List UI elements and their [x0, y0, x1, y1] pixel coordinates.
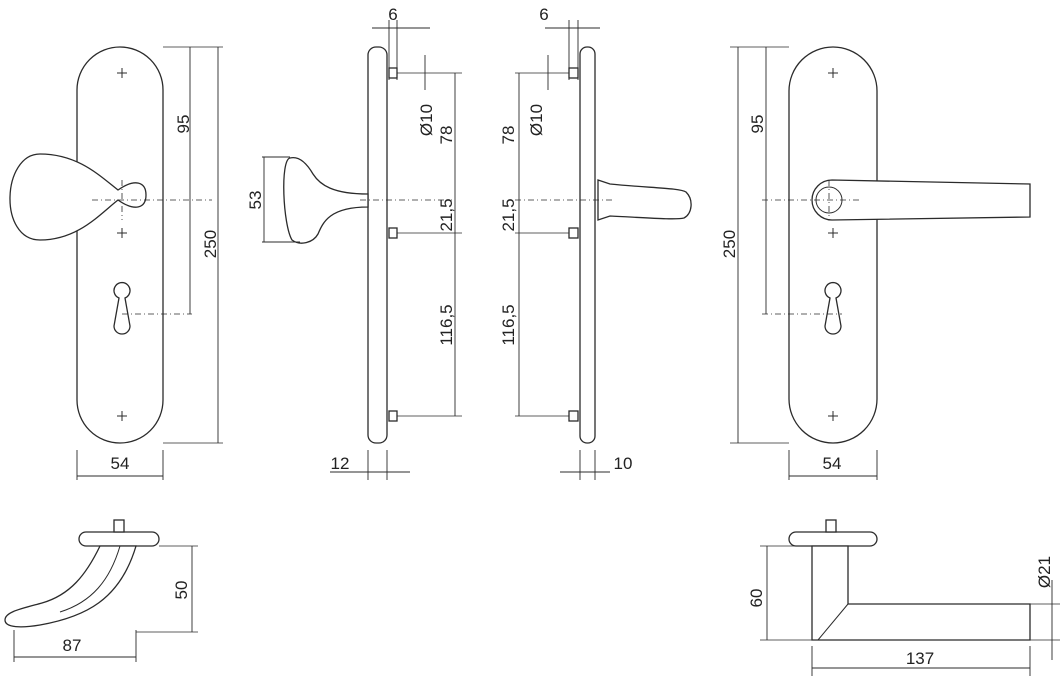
center-line: [762, 180, 862, 315]
dim-knob-plate-spindle: 95: [174, 115, 193, 134]
dimension-lines: [262, 156, 300, 243]
extension-lines: [136, 545, 198, 633]
dim-spacing-mid-left: 21,5: [437, 198, 456, 231]
lever-back-plate: [788, 46, 878, 444]
knob-plate-side-view: 6 Ø10 78 21,5 116,5 53 12: [246, 5, 462, 480]
dimension-lines: [737, 47, 767, 443]
lever-contour: [817, 603, 849, 641]
dim-spacing-top-left: 78: [437, 126, 456, 145]
lever-rose: [788, 531, 878, 547]
dim-lever-plate-spindle: 95: [748, 115, 767, 134]
dimension-lines: [811, 646, 1031, 676]
lever-outline: [811, 179, 1031, 221]
dimension-lines: [189, 47, 219, 443]
dim-lever-length: 137: [906, 649, 934, 668]
dimension-lines: [76, 450, 164, 480]
screw-mark-icon: [828, 68, 838, 421]
dim-hole-diameter-right: Ø10: [527, 104, 546, 136]
spindle-stub: [825, 519, 837, 533]
keyhole-cutout: [824, 282, 842, 335]
lever-side-profile: [597, 179, 692, 221]
dim-knob-plate-thickness: 12: [331, 454, 350, 473]
knob-contour: [59, 545, 121, 613]
keyhole-cutout: [113, 282, 131, 335]
knob-plate-front-view: 95 250 54: [9, 46, 223, 480]
fixing-stud: [388, 410, 398, 422]
dim-knob-plate-height: 250: [201, 230, 220, 258]
dimension-lines: [13, 630, 137, 662]
dim-spacing-top-right: 78: [499, 126, 518, 145]
dimension-lines: [545, 20, 600, 80]
knob-top-view: 50 87: [4, 519, 198, 662]
dim-knob-length: 87: [63, 636, 82, 655]
dim-spacing-bottom-left: 116,5: [437, 304, 456, 345]
dim-top-hole-offset-left: 6: [388, 5, 397, 24]
lever-plate-front-view: 95 250 54: [720, 46, 1031, 480]
knob-side-profile: [283, 156, 369, 244]
dim-lever-plate-thickness: 10: [614, 454, 633, 473]
fixing-stud: [388, 67, 398, 79]
spindle-stub: [113, 519, 125, 533]
dimension-lines: [788, 450, 878, 480]
dim-hole-diameter-left: Ø10: [417, 104, 436, 136]
knob-outline: [9, 153, 147, 241]
plate-profile: [579, 46, 596, 444]
lever-plate-side-view: 6 Ø10 78 21,5 116,5 10: [499, 5, 692, 480]
lever-top-profile: [811, 545, 1031, 641]
dim-lever-plate-height: 250: [720, 230, 739, 258]
lever-top-view: 60 Ø21 137: [747, 519, 1060, 676]
dim-knob-plate-width: 54: [111, 454, 130, 473]
fixing-stud: [568, 67, 579, 79]
dim-lever-diameter: Ø21: [1035, 556, 1054, 588]
dim-spacing-mid-right: 21,5: [499, 198, 518, 231]
dimension-lines: [560, 450, 610, 480]
extension-lines: [515, 72, 569, 417]
dim-knob-projection: 53: [246, 191, 265, 210]
extension-lines: [760, 545, 1060, 641]
dimension-lines: [372, 20, 430, 80]
knob-top-profile: [4, 545, 137, 628]
extension-lines: [730, 46, 789, 444]
fixing-stud: [568, 227, 579, 239]
plate-profile: [367, 46, 388, 444]
center-line: [92, 180, 212, 315]
dim-lever-plate-width: 54: [823, 454, 842, 473]
dimension-lines: [330, 450, 410, 480]
knob-rose: [78, 531, 160, 547]
dimension-lines: [766, 546, 1053, 660]
fixing-stud: [568, 410, 579, 422]
dim-spacing-bottom-right: 116,5: [499, 304, 518, 345]
dim-top-hole-offset-right: 6: [539, 5, 548, 24]
knob-back-plate: [76, 46, 164, 444]
extension-lines: [397, 72, 462, 417]
fixing-stud: [388, 227, 398, 239]
screw-mark-icon: [117, 68, 127, 421]
dim-lever-height: 60: [747, 589, 766, 608]
dim-knob-height: 50: [172, 581, 191, 600]
